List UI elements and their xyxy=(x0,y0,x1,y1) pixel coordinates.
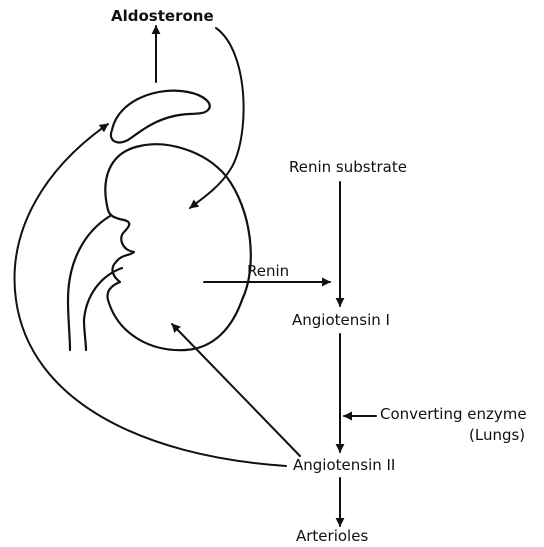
adrenal-gland xyxy=(111,91,210,143)
renin-label: Renin xyxy=(247,264,289,279)
aldosterone-label: Aldosterone xyxy=(111,9,214,24)
renin-substrate-label: Renin substrate xyxy=(289,160,407,175)
renal-vessel-inner xyxy=(84,268,122,350)
angiotensin2-to-kidney-arrow xyxy=(172,324,300,456)
arterioles-label: Arterioles xyxy=(296,529,368,544)
lungs-label: (Lungs) xyxy=(469,428,525,443)
angiotensin-2-label: Angiotensin II xyxy=(293,458,395,473)
renal-vessel-outer xyxy=(68,216,110,350)
converting-enzyme-label: Converting enzyme xyxy=(380,407,527,422)
angiotensin-1-label: Angiotensin I xyxy=(292,313,390,328)
kidney xyxy=(105,144,250,350)
aldosterone-to-kidney-arrow xyxy=(190,28,244,208)
